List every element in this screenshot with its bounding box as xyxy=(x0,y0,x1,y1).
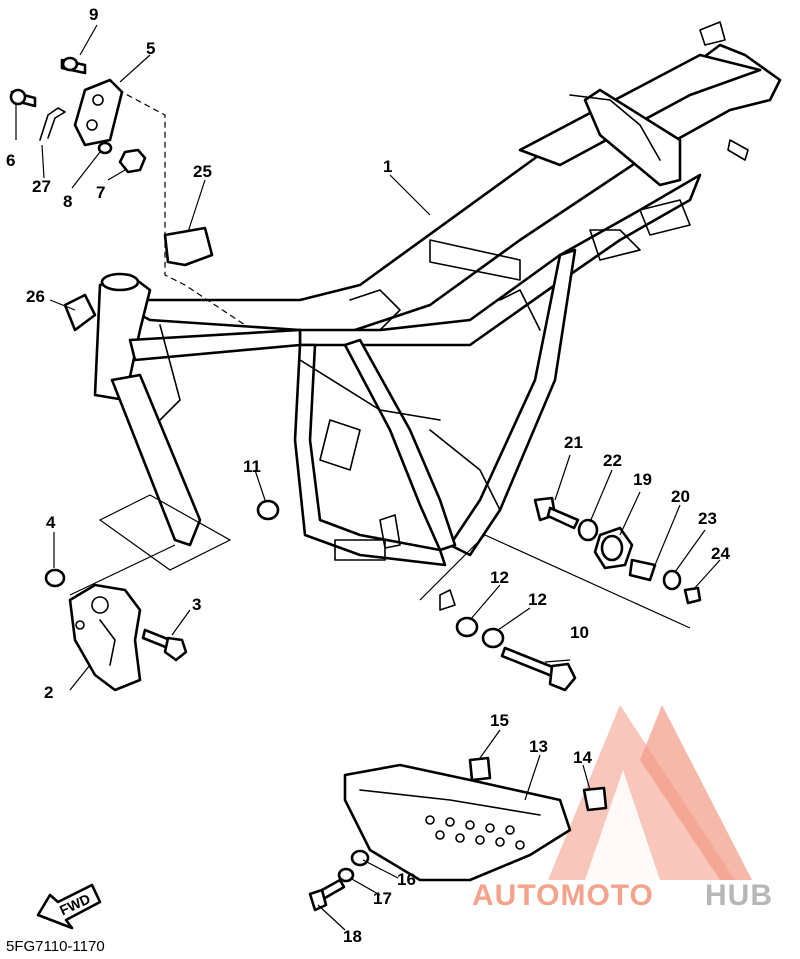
callout-13: 13 xyxy=(529,737,548,756)
rear-mount-parts xyxy=(533,496,702,605)
callout-10: 10 xyxy=(570,623,589,642)
callout-8: 8 xyxy=(63,192,72,211)
bolt-3 xyxy=(141,628,188,662)
callout-4: 4 xyxy=(46,513,56,532)
callout-12b: 12 xyxy=(528,590,547,609)
callout-5: 5 xyxy=(146,39,155,58)
callout-14: 14 xyxy=(573,748,592,767)
callout-2: 2 xyxy=(44,683,53,702)
callout-1: 1 xyxy=(383,157,392,176)
callout-19: 19 xyxy=(633,470,652,489)
callout-17: 17 xyxy=(373,889,392,908)
callout-leaders xyxy=(15,24,721,931)
assembly-guide-lines xyxy=(69,89,691,629)
callout-numbers: 1 2 3 4 5 6 7 8 9 10 11 12 12 13 14 15 1… xyxy=(6,5,730,946)
top-left-parts xyxy=(9,56,214,332)
skid-plate xyxy=(308,756,608,912)
callout-18: 18 xyxy=(343,927,362,946)
callout-20: 20 xyxy=(671,487,690,506)
callout-16: 16 xyxy=(397,870,416,889)
callout-6: 6 xyxy=(6,151,15,170)
callout-12a: 12 xyxy=(490,568,509,587)
callout-11: 11 xyxy=(243,457,261,476)
engine-bracket xyxy=(68,583,142,692)
forward-arrow-icon: FWD xyxy=(36,883,102,930)
diagram-code: 5FG7110-1170 xyxy=(6,938,105,955)
callout-27: 27 xyxy=(32,177,51,196)
nut-4 xyxy=(44,568,66,588)
callout-23: 23 xyxy=(698,509,717,528)
center-bolt-parts xyxy=(256,499,577,692)
callout-3: 3 xyxy=(192,595,201,614)
callout-9: 9 xyxy=(89,5,98,24)
callout-21: 21 xyxy=(564,433,583,452)
watermark-part2: HUB xyxy=(705,879,773,912)
main-frame xyxy=(93,21,782,611)
callout-15: 15 xyxy=(490,711,509,730)
callout-26: 26 xyxy=(26,287,45,306)
callout-22: 22 xyxy=(603,451,622,470)
callout-25: 25 xyxy=(193,162,212,181)
watermark-part1: AUTOMOTO xyxy=(472,879,654,912)
callout-24: 24 xyxy=(711,544,730,563)
callout-7: 7 xyxy=(96,183,105,202)
watermark-text: AUTOMOTO HUB xyxy=(472,879,773,912)
watermark-logo xyxy=(548,705,752,880)
